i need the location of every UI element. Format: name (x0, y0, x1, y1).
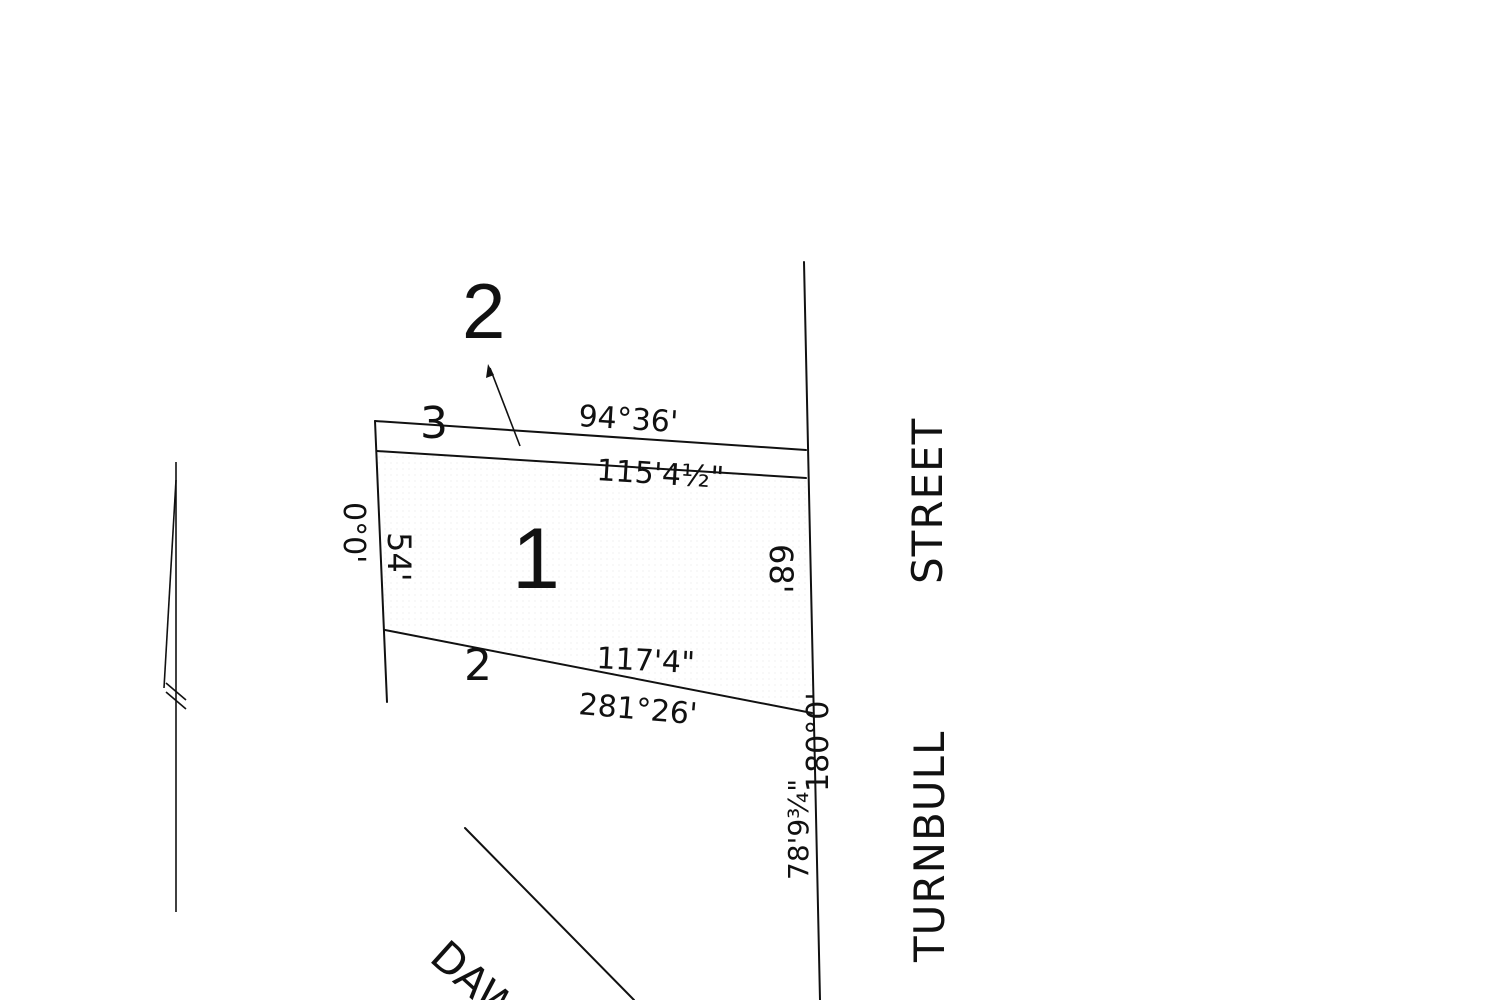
street-name-diagonal: DAW (421, 931, 528, 1000)
arrow-head-icon (486, 364, 494, 378)
bottom-bearing-label: 281°26' (577, 687, 698, 732)
reference-number-2: 2 (462, 267, 505, 355)
lot-number-2: 2 (464, 640, 492, 691)
street-name-street: STREET (903, 418, 952, 584)
boundary-left (374, 420, 388, 703)
parcel-number-1: 1 (512, 511, 560, 607)
reference-arrow (489, 367, 521, 447)
diagonal-street-line (464, 827, 635, 1000)
boundary-top-inner (376, 450, 807, 479)
right-lower-bearing-label: 180°0' (801, 692, 836, 792)
left-length-label: 54' (380, 532, 418, 582)
break-mark-2 (165, 691, 187, 710)
bottom-length-label: 117'4" (596, 641, 696, 681)
street-name-turnbull: TURNBULL (905, 731, 954, 963)
right-lower-length-label: 78'9¾" (782, 779, 815, 880)
left-bearing-label: 0°0' (336, 502, 371, 563)
break-mark-1 (165, 682, 187, 701)
street-right-line (803, 261, 821, 1000)
parcel-1-shading (378, 451, 812, 712)
right-length-label: 68' (762, 544, 800, 594)
top-bearing-label: 94°36' (577, 399, 679, 440)
left-margin-tick (163, 479, 177, 689)
lot-number-3: 3 (420, 398, 448, 449)
top-length-label: 115'4½" (595, 453, 724, 496)
boundary-bottom (384, 629, 813, 714)
boundary-top-outer (374, 420, 807, 451)
